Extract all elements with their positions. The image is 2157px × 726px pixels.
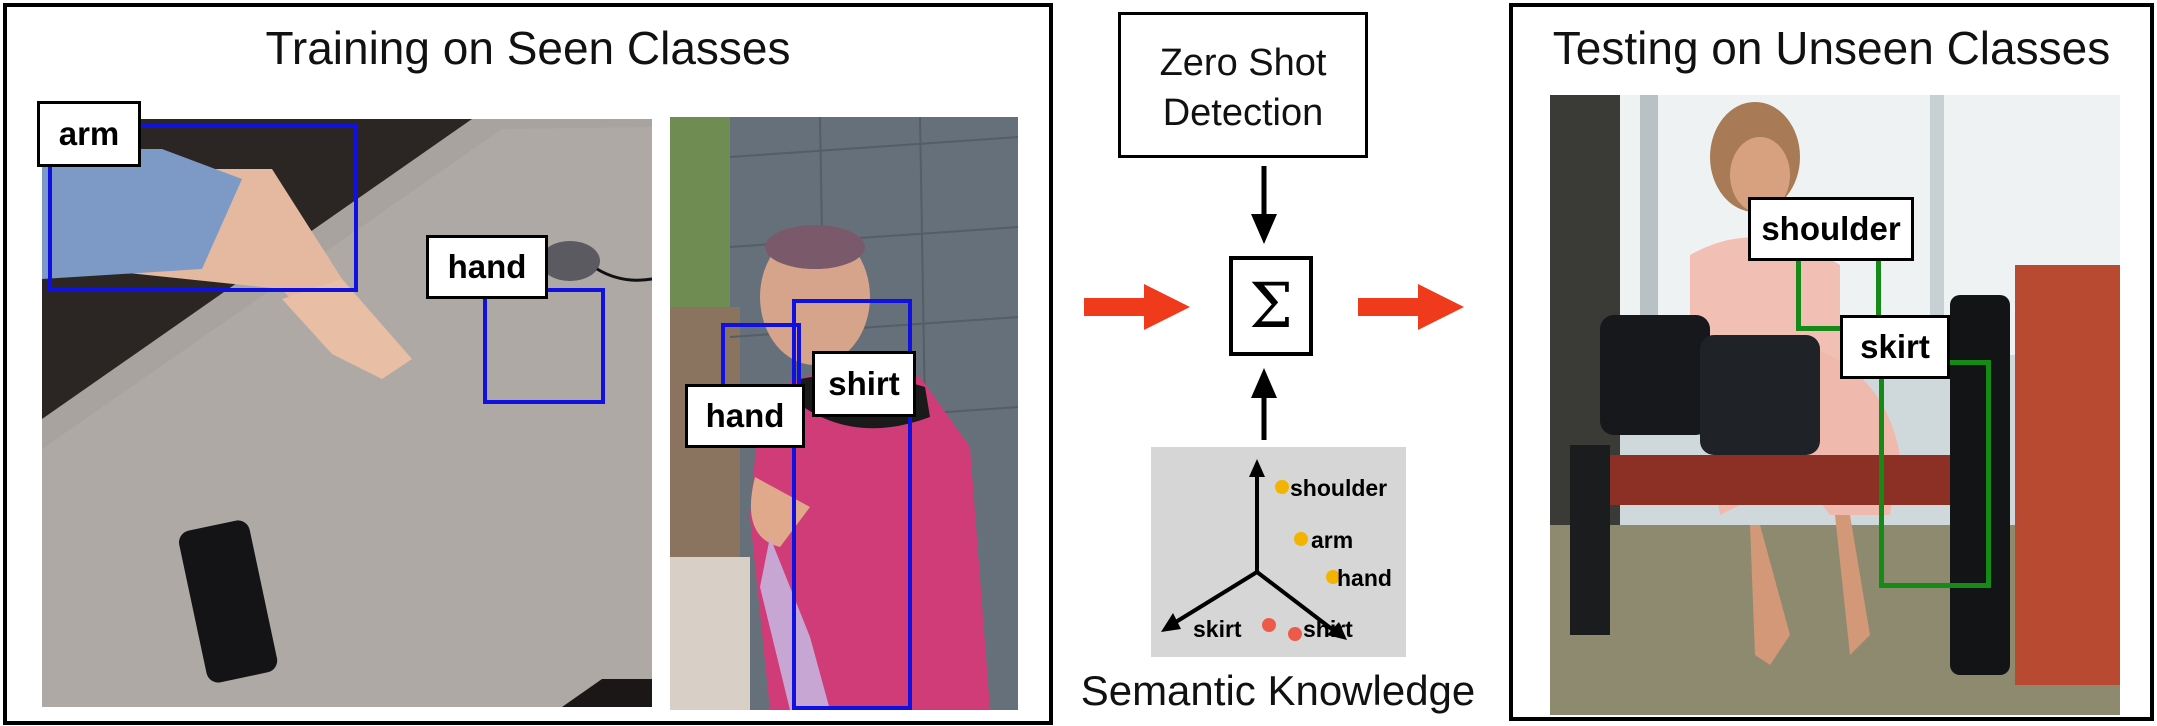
semantic-knowledge-caption: Semantic Knowledge [1080, 667, 1476, 714]
point-hand [1326, 570, 1340, 584]
unseen-classes-panel: Testing on Unseen Classes shoulder skirt [1509, 3, 2154, 721]
flow-arrow-left [1084, 284, 1190, 330]
bbox-hand [483, 288, 605, 404]
point-label-arm: arm [1311, 527, 1353, 553]
zsd-line-2: Detection [1162, 92, 1324, 134]
flow-arrow-right [1358, 284, 1464, 330]
training-image-arm-hand [42, 119, 652, 707]
training-image-man-cat [670, 117, 1018, 710]
up-arrow [1251, 368, 1277, 440]
bbox-shirt [792, 299, 912, 710]
point-label-skirt: skirt [1193, 616, 1242, 642]
point-arm [1294, 532, 1308, 546]
point-label-shoulder: shoulder [1290, 475, 1387, 501]
point-shirt [1288, 627, 1302, 641]
down-arrow [1251, 166, 1277, 244]
unseen-panel-title: Testing on Unseen Classes [1552, 22, 2111, 74]
label-hand-2: hand [685, 384, 805, 448]
label-arm: arm [37, 101, 141, 167]
label-shoulder: shoulder [1748, 197, 1914, 261]
table-scene-illustration [42, 119, 652, 707]
zero-shot-detection-box: Zero Shot Detection [1118, 12, 1368, 158]
embedding-axes: shoulder arm hand skirt shirt [1161, 459, 1392, 642]
sum-symbol: Σ [1249, 269, 1293, 342]
bbox-arm [48, 124, 358, 292]
semantic-embedding-space: shoulder arm hand skirt shirt [1151, 447, 1406, 657]
aggregation-box: Σ [1229, 256, 1313, 356]
label-hand: hand [426, 235, 548, 299]
point-shoulder [1275, 480, 1289, 494]
seen-classes-panel: Training on Seen Classes arm hand [3, 3, 1053, 725]
point-label-shirt: shirt [1303, 616, 1353, 642]
seen-panel-title: Training on Seen Classes [265, 22, 791, 74]
bbox-skirt [1879, 360, 1991, 588]
seated-woman-illustration [1550, 95, 2120, 715]
point-label-hand: hand [1337, 565, 1392, 591]
label-shirt: shirt [812, 351, 916, 417]
point-skirt [1262, 618, 1276, 632]
zsd-line-1: Zero Shot [1159, 42, 1327, 84]
test-image-seated-woman [1550, 95, 2120, 715]
bbox-hand-2 [721, 323, 801, 392]
label-skirt: skirt [1840, 315, 1950, 379]
